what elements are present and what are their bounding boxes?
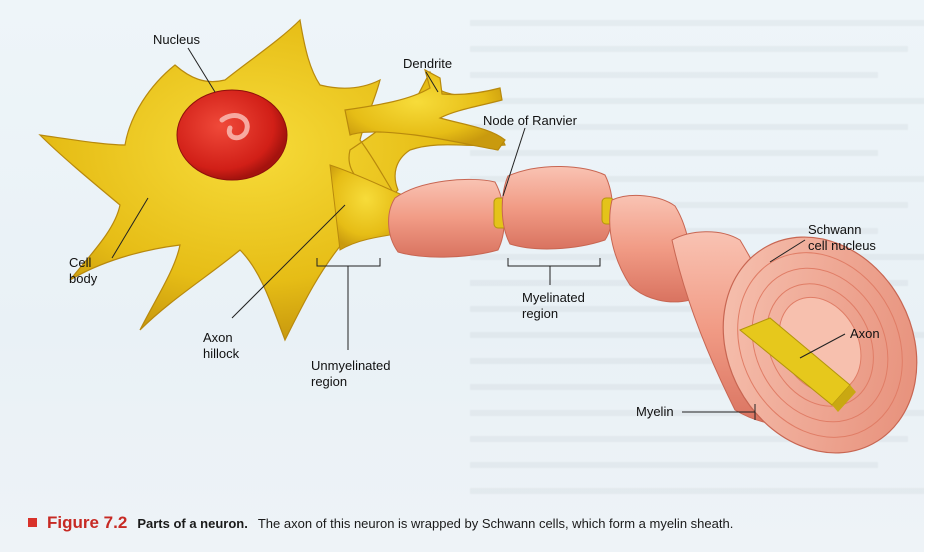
caption-title: Parts of a neuron. <box>137 516 248 531</box>
label-unmyelinated-region: Unmyelinated region <box>311 358 391 390</box>
label-myelinated-line-1: Myelinated <box>522 290 585 306</box>
label-myelin: Myelin <box>636 404 674 420</box>
label-unmyelinated-line-1: Unmyelinated <box>311 358 391 374</box>
label-schwann-line-1: Schwann <box>808 222 876 238</box>
caption-text: The axon of this neuron is wrapped by Sc… <box>258 516 733 531</box>
label-cell-body-line-1: Cell <box>69 255 97 271</box>
label-dendrite: Dendrite <box>403 56 452 72</box>
label-axon-hillock-line-2: hillock <box>203 346 239 362</box>
label-node-of-ranvier: Node of Ranvier <box>483 113 577 129</box>
label-nucleus: Nucleus <box>153 32 200 48</box>
label-schwann-cell-nucleus: Schwann cell nucleus <box>808 222 876 254</box>
label-unmyelinated-line-2: region <box>311 374 391 390</box>
schwann-segment-1 <box>389 179 505 257</box>
caption-square-icon <box>28 518 37 527</box>
figure-number: Figure 7.2 <box>47 513 127 533</box>
figure-caption: Figure 7.2 Parts of a neuron. The axon o… <box>28 513 928 541</box>
label-schwann-line-2: cell nucleus <box>808 238 876 254</box>
label-axon-hillock-line-1: Axon <box>203 330 239 346</box>
label-myelinated-line-2: region <box>522 306 585 322</box>
label-axon-hillock: Axon hillock <box>203 330 239 362</box>
schwann-segment-2 <box>502 166 612 248</box>
label-cell-body: Cell body <box>69 255 97 287</box>
label-axon: Axon <box>850 326 880 342</box>
label-cell-body-line-2: body <box>69 271 97 287</box>
label-myelinated-region: Myelinated region <box>522 290 585 322</box>
page-edge <box>924 0 938 552</box>
